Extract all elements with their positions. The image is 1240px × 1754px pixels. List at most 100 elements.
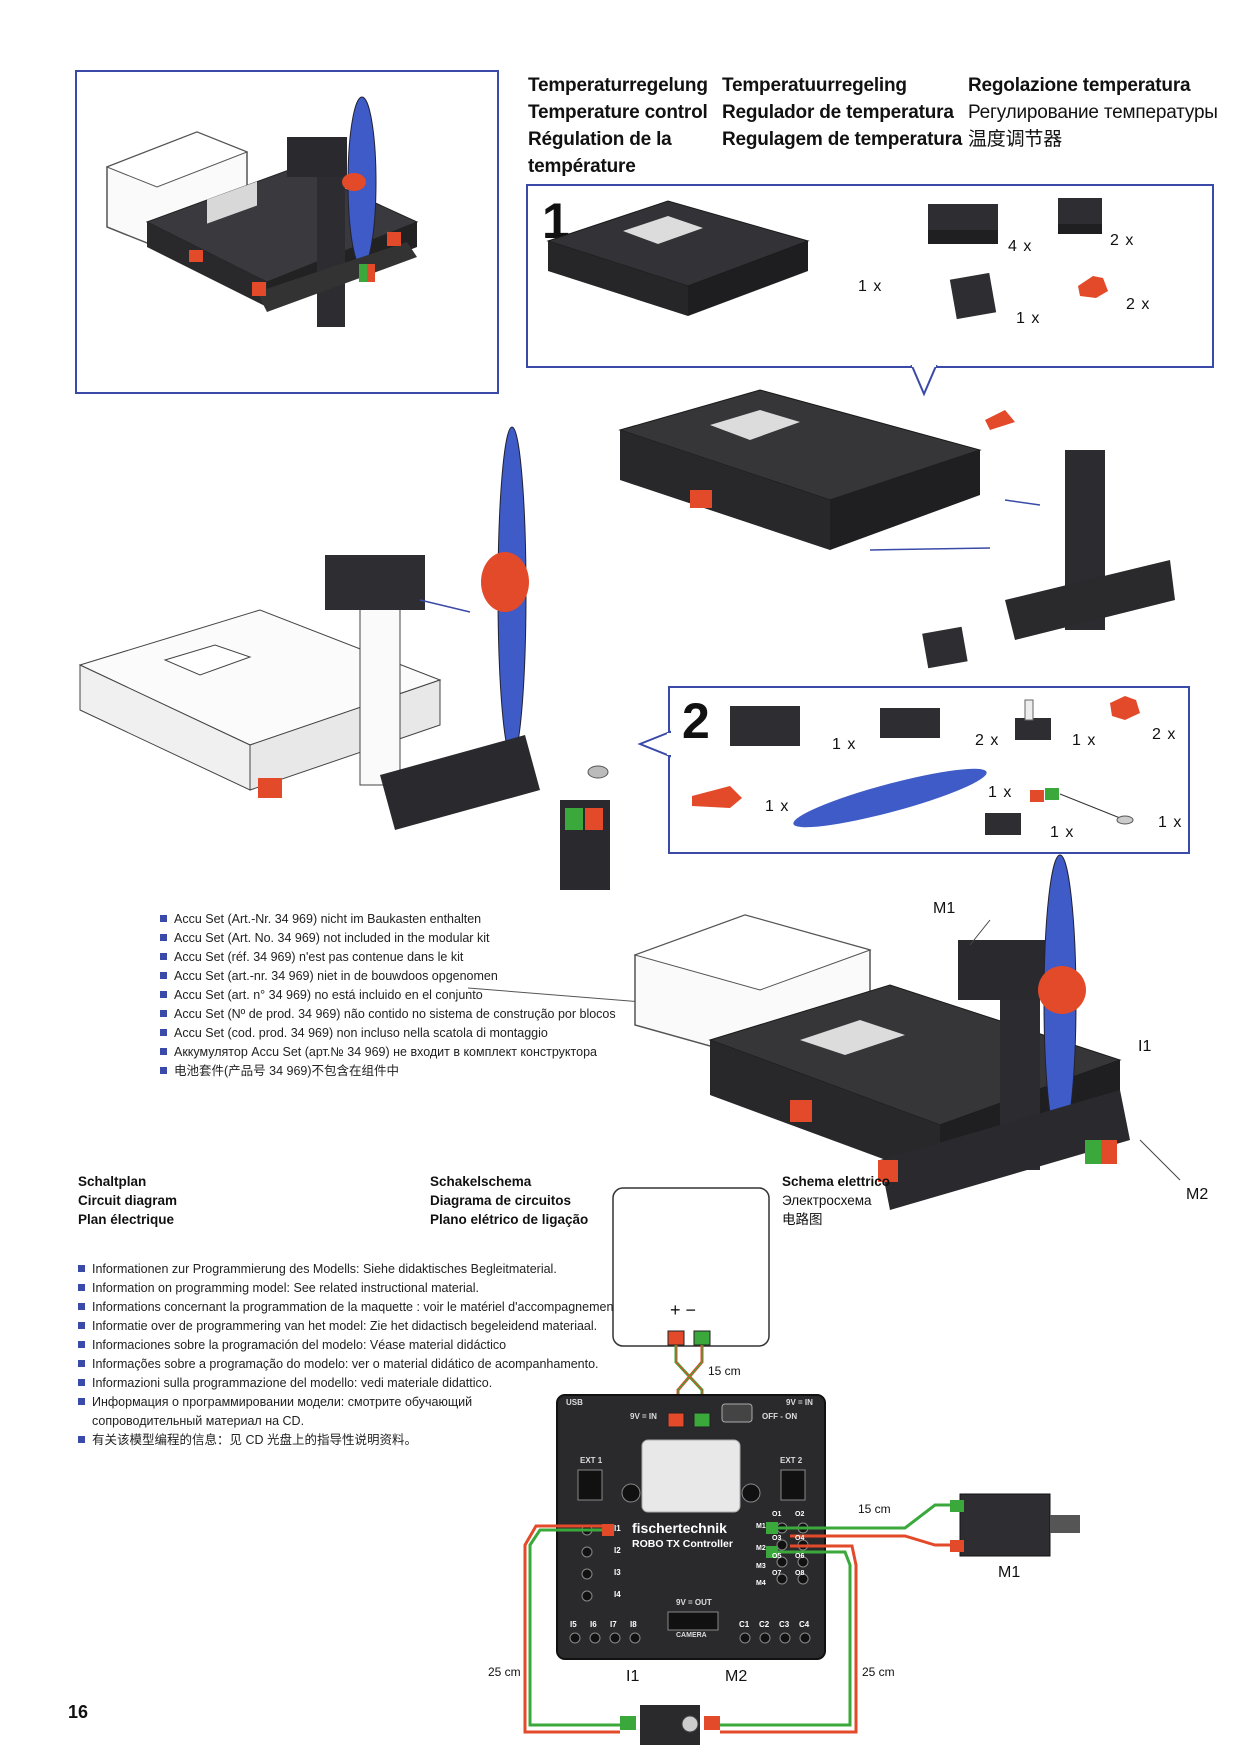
controller-usb-label: USB: [566, 1398, 583, 1407]
controller-output-o4: O4: [795, 1535, 805, 1542]
bullet-icon: [78, 1284, 85, 1291]
controller-motor-m1: M1: [756, 1523, 766, 1530]
controller-counter-c3: C3: [779, 1620, 790, 1629]
controller-input-i2: I2: [614, 1546, 621, 1555]
accu-note: 电池套件(产品号 34 969)不包含在组件中: [160, 1062, 616, 1081]
model-label-m1: M1: [933, 900, 956, 917]
controller-input-i3: I3: [614, 1568, 621, 1577]
bullet-icon: [160, 934, 167, 941]
battery-box: [612, 1187, 770, 1347]
sensor-block: [640, 1705, 700, 1745]
controller-input-i7: I7: [610, 1620, 617, 1629]
title-it: Regolazione temperatura: [968, 75, 1191, 96]
controller-counter-c4: C4: [799, 1620, 810, 1629]
controller-output-o1: O1: [772, 1511, 782, 1518]
controller-output-o6: O6: [795, 1553, 805, 1560]
step1-qty-block: 4 x: [1008, 238, 1033, 255]
controller-9v-in-label: 9V = IN: [630, 1412, 657, 1421]
program-note: 有关该模型编程的信息：见 CD 光盘上的指导性说明资料。: [78, 1431, 608, 1450]
accu-notes: Accu Set (Art.-Nr. 34 969) nicht im Bauk…: [160, 910, 616, 1081]
accu-note: Accu Set (Art. No. 34 969) not included …: [160, 929, 616, 948]
controller-motor-m3: M3: [756, 1563, 766, 1570]
bullet-icon: [160, 972, 167, 979]
programming-notes: Informationen zur Programmierung des Mod…: [78, 1260, 684, 1450]
program-note: Informações sobre a programação do model…: [78, 1355, 608, 1374]
program-note: Информация о программировании модели: см…: [78, 1393, 498, 1431]
title-es: Regulador de temperatura: [722, 102, 954, 123]
controller-input-i6: I6: [590, 1620, 597, 1629]
wire-length-motor: 15 cm: [858, 1502, 891, 1516]
title-fr-1: Régulation de la: [528, 129, 672, 150]
bullet-icon: [78, 1398, 85, 1405]
program-note: Informationen zur Programmierung des Mod…: [78, 1260, 608, 1279]
controller-input-i4: I4: [614, 1590, 621, 1599]
step1-qty-small-block: 2 x: [1110, 232, 1135, 249]
title-column-1: Temperaturregelung Temperature control R…: [528, 72, 708, 180]
title-ru: Регулирование температуры: [968, 102, 1218, 123]
controller-ext1-label: EXT 1: [580, 1456, 603, 1465]
motor-m1: [959, 1493, 1051, 1557]
accu-note: Аккумулятор Accu Set (арт.№ 34 969) не в…: [160, 1043, 616, 1062]
controller-9v-out-label: 9V = OUT: [676, 1598, 712, 1607]
step2-number: 2: [682, 693, 710, 749]
accu-note: Accu Set (Art.-Nr. 34 969) nicht im Bauk…: [160, 910, 616, 929]
controller-ext2-label: EXT 2: [780, 1456, 803, 1465]
controller-output-o2: O2: [795, 1511, 805, 1518]
circuit-label-m2: M2: [725, 1668, 748, 1685]
program-note: Informatie over de programmering van het…: [78, 1317, 608, 1336]
step2-qty-block: 2 x: [975, 732, 1000, 749]
accu-note: Accu Set (cod. prod. 34 969) non incluso…: [160, 1024, 616, 1043]
circuit-label-i1: I1: [626, 1668, 640, 1685]
page-number: 16: [68, 1702, 89, 1722]
program-note: Informations concernant la programmation…: [78, 1298, 684, 1317]
title-column-3: Regolazione temperatura Регулирование те…: [968, 72, 1218, 153]
bullet-icon: [160, 1029, 167, 1036]
overview-model-illustration: [105, 96, 419, 327]
controller-input-i1: I1: [614, 1524, 621, 1533]
controller-output-o3: O3: [772, 1535, 782, 1542]
step2-qty-motor: 1 x: [832, 736, 857, 753]
step1-parts-illustration: [546, 198, 1108, 320]
controller-input-i5: I5: [570, 1620, 577, 1629]
controller-counter-c1: C1: [739, 1620, 750, 1629]
accu-note: Accu Set (art.-nr. 34 969) niet in de bo…: [160, 967, 616, 986]
title-pt: Regulagem de temperatura: [722, 129, 963, 150]
controller-output-o7: O7: [772, 1570, 782, 1577]
bullet-icon: [160, 1010, 167, 1017]
bullet-icon: [78, 1322, 85, 1329]
step2-qty-red-part: 2 x: [1152, 726, 1177, 743]
bullet-icon: [78, 1303, 85, 1310]
circuit-label-m1: M1: [998, 1564, 1021, 1581]
controller-input-i8: I8: [630, 1620, 637, 1629]
controller-output-o5: O5: [772, 1553, 782, 1560]
battery-polarity: + −: [670, 1300, 697, 1320]
step1-qty-controller: 1 x: [858, 278, 883, 295]
model-label-m2: M2: [1186, 1186, 1209, 1203]
bullet-icon: [160, 1067, 167, 1074]
step2-parts-box: 2 1 x 2 x 1 x 2 x 1 x 1 x 1 x 1 x: [668, 686, 1190, 854]
bullet-icon: [78, 1265, 85, 1272]
step2-parts-illustration: [692, 696, 1140, 835]
bullet-icon: [160, 1048, 167, 1055]
controller-motor-m4: M4: [756, 1580, 766, 1587]
step1-qty-red-part: 2 x: [1126, 296, 1151, 313]
controller-off-on-label: OFF - ON: [762, 1412, 798, 1421]
controller-model: ROBO TX Controller: [632, 1538, 733, 1550]
circuit-header-1: Schaltplan Circuit diagram Plan électriq…: [78, 1174, 178, 1227]
bullet-icon: [78, 1360, 85, 1367]
title-en: Temperature control: [528, 102, 708, 123]
title-column-2: Temperatuurregeling Regulador de tempera…: [722, 72, 962, 153]
program-note: Informazioni sulla programmazione del mo…: [78, 1374, 608, 1393]
overview-frame: [75, 70, 499, 394]
bullet-icon: [78, 1341, 85, 1348]
controller-counter-c2: C2: [759, 1620, 770, 1629]
wire-length-right: 25 cm: [862, 1665, 895, 1679]
step2-qty-lamp: 1 x: [1072, 732, 1097, 749]
controller-9v-in-right-label: 9V = IN: [786, 1398, 813, 1407]
step2-qty-sensor: 1 x: [1050, 824, 1075, 841]
wire-length-left: 25 cm: [488, 1665, 521, 1679]
title-nl: Temperatuurregeling: [722, 75, 907, 96]
program-note: Informaciones sobre la programación del …: [78, 1336, 608, 1355]
step2-qty-small-block: 1 x: [988, 784, 1013, 801]
wire-length-top: 15 cm: [708, 1364, 741, 1378]
